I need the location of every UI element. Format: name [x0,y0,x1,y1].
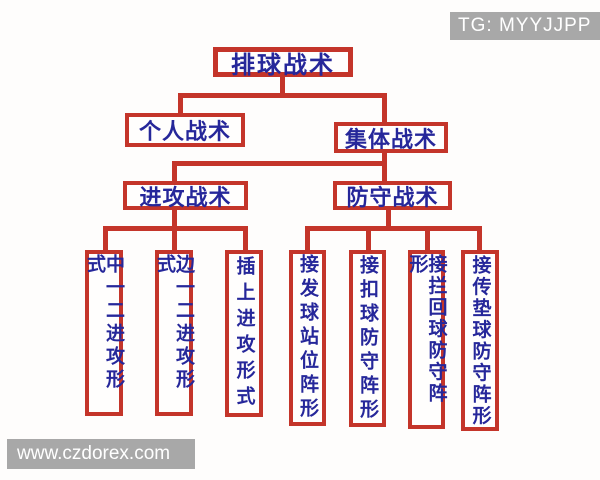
node-defense-tactics: 防守战术 [333,181,452,210]
connector-to-leaf-2 [172,226,177,253]
connector-level2-horizontal [178,93,387,98]
node-volleyball-tactics: 排球战术 [213,47,353,79]
leaf-label: 边一二进攻形式 [154,254,194,392]
connector-to-leaf-5 [366,226,371,253]
node-leaf-pass-dig-defense: 接传垫球防守阵形 [461,250,499,431]
node-leaf-side-1-2-offense: 边一二进攻形式 [154,250,194,416]
connector-to-personal [178,93,183,115]
node-collective-tactics: 集体战术 [334,122,448,153]
connector-level3-horizontal [172,161,387,166]
leaf-label: 接发球站位阵形 [297,254,318,422]
watermark-website: www.czdorex.com [7,439,195,469]
node-leaf-spike-receive-defense: 接扣球防守阵形 [349,250,386,427]
node-leaf-insert-offense: 插上进攻形式 [225,250,263,417]
node-leaf-center-1-2-offense: 中一二进攻形式 [84,250,124,416]
leaf-label: 插上进攻形式 [233,255,255,412]
connector-offense-down [172,208,177,230]
leaf-label: 接拦回球防守阵形 [406,254,447,405]
connector-defense-down [386,208,391,229]
leaf-label: 接扣球防守阵形 [357,254,378,423]
node-leaf-block-rebound-defense: 接拦回球防守阵形 [406,250,447,429]
node-leaf-serve-receive-formation: 接发球站位阵形 [289,250,326,426]
connector-to-leaf-3 [243,226,248,253]
connector-to-leaf-1 [103,226,108,253]
connector-to-offense [172,161,177,183]
watermark-tg-badge: TG: MYYJJPP [450,12,600,40]
connector-to-leaf-6 [425,226,430,253]
leaf-label: 中一二进攻形式 [84,254,124,392]
connector-to-leaf-7 [477,226,482,253]
connector-root-down [280,75,285,96]
node-personal-tactics: 个人战术 [125,113,245,147]
leaf-label: 接传垫球防守阵形 [469,254,491,427]
connector-defense-children-horizontal [305,226,482,231]
node-offense-tactics: 进攻战术 [123,181,248,210]
connector-collective-down [382,150,387,183]
connector-to-leaf-4 [305,226,310,253]
connector-to-collective [382,93,387,124]
